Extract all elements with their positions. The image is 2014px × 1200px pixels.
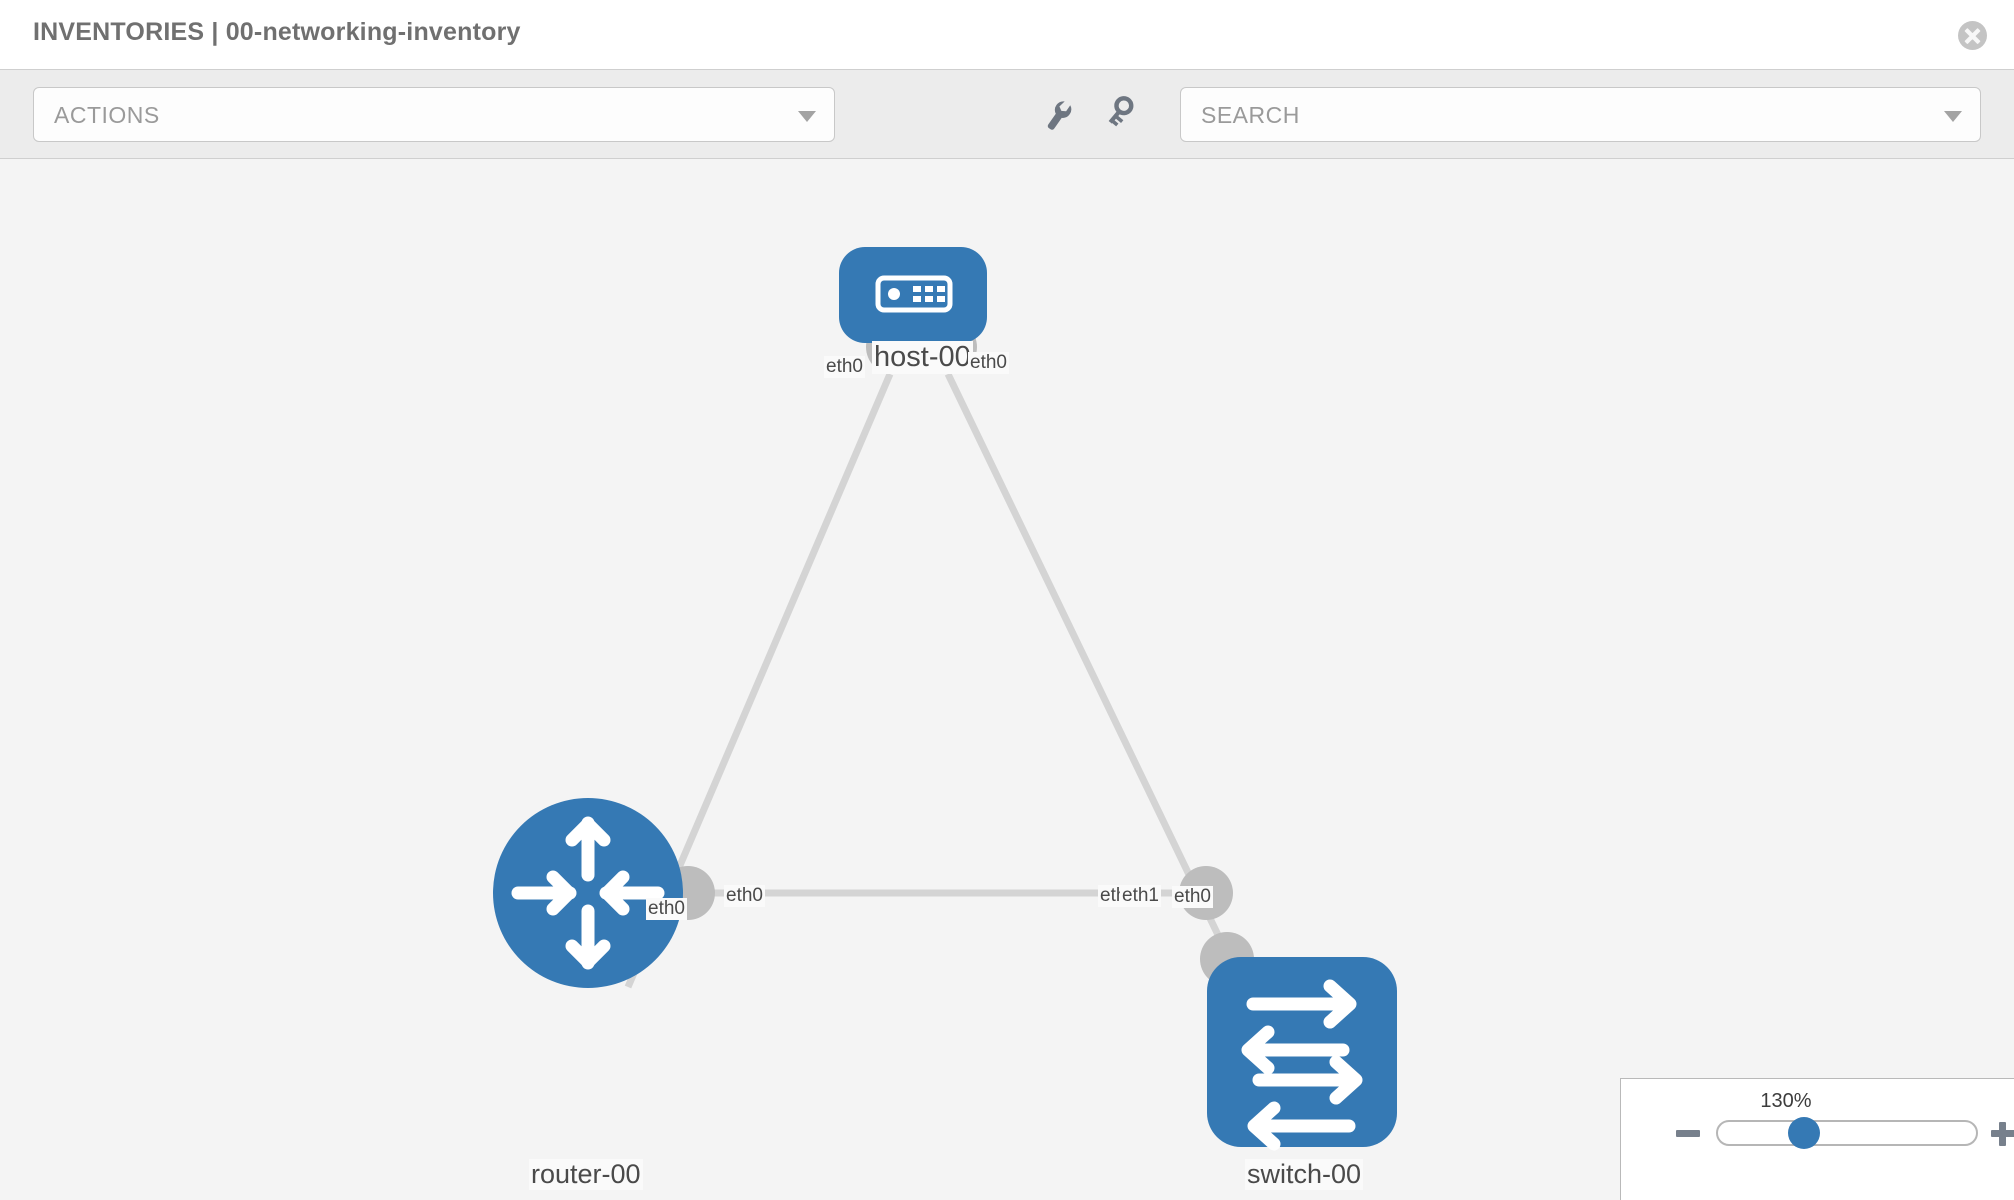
server-icon — [875, 275, 953, 313]
search-placeholder: SEARCH — [1201, 102, 1300, 128]
topology-canvas[interactable]: host-00 router-00 switch-00 eth0 eth0 et… — [0, 159, 2014, 1200]
actions-dropdown-label: ACTIONS — [54, 102, 160, 128]
edge-label-router-eth0-up: eth0 — [646, 898, 687, 920]
key-icon[interactable] — [1104, 92, 1148, 136]
zoom-slider-track[interactable] — [1716, 1120, 1978, 1146]
node-switch-00[interactable] — [1207, 957, 1397, 1151]
zoom-slider-thumb[interactable] — [1788, 1117, 1820, 1149]
node-router-00[interactable] — [493, 798, 683, 988]
node-host-00[interactable] — [839, 247, 987, 343]
plus-icon-vertical — [1999, 1122, 2006, 1146]
edge-label-switch-eth1: eth1 — [1120, 885, 1161, 907]
page-title: INVENTORIES | 00-networking-inventory — [33, 18, 521, 46]
node-label-switch-00: switch-00 — [1245, 1159, 1364, 1190]
switch-arrows-icon — [1241, 979, 1363, 1151]
edge-label-host-eth0-right: eth0 — [968, 352, 1009, 374]
node-label-host-00: host-00 — [872, 341, 973, 374]
toolbar: ACTIONS SEARCH — [0, 69, 2014, 159]
chevron-down-icon[interactable] — [1944, 111, 1962, 122]
actions-dropdown[interactable]: ACTIONS — [33, 87, 835, 142]
zoom-control-panel: 130% — [1620, 1078, 2014, 1200]
node-label-router-00: router-00 — [529, 1159, 643, 1190]
edge-host-switch[interactable] — [944, 372, 1236, 966]
router-arrows-icon — [511, 816, 665, 970]
zoom-percent-label: 130% — [1760, 1090, 1812, 1112]
edge-label-router-eth0-right: eth0 — [724, 885, 765, 907]
close-icon[interactable] — [1958, 21, 1987, 50]
topology-graph[interactable] — [0, 159, 2014, 1200]
chevron-down-icon — [798, 111, 816, 122]
edge-label-host-eth0-left: eth0 — [824, 356, 865, 378]
edge-label-switch-eth0-up: eth0 — [1172, 886, 1213, 908]
title-bar: INVENTORIES | 00-networking-inventory — [0, 0, 2014, 69]
wrench-icon[interactable] — [1037, 92, 1081, 136]
zoom-out-button[interactable] — [1676, 1130, 1700, 1137]
search-input[interactable]: SEARCH — [1180, 87, 1981, 142]
